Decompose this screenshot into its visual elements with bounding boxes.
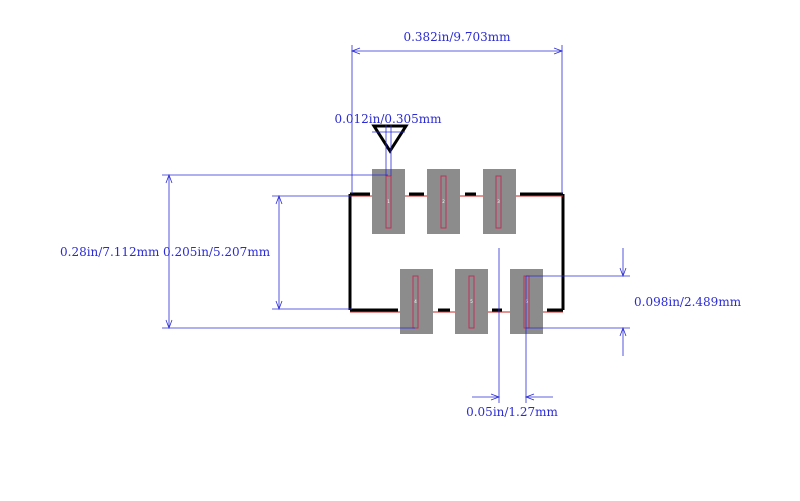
pad-2-pin bbox=[440, 175, 447, 229]
overall-width-label: 0.382in/9.703mm bbox=[403, 30, 511, 44]
arrow-body-height-bottom bbox=[275, 300, 283, 311]
overall-height-label: 0.28in/7.112mm bbox=[60, 245, 160, 259]
component-outline bbox=[348, 192, 565, 312]
pad-1-copper bbox=[372, 169, 405, 234]
pad-5-label: 5 bbox=[470, 299, 473, 304]
pad-5: 5 bbox=[455, 269, 488, 334]
pad-3: 3 bbox=[483, 169, 516, 234]
arrow-overall-height-bottom bbox=[165, 319, 173, 330]
pad-6-copper bbox=[510, 269, 543, 334]
pad-1-label: 1 bbox=[387, 199, 390, 204]
pad-3-label: 3 bbox=[497, 199, 500, 204]
pad-5-copper bbox=[455, 269, 488, 334]
pad-6: 6 bbox=[510, 269, 543, 334]
pad-4-pin bbox=[412, 275, 419, 329]
pad-4-label: 4 bbox=[414, 299, 417, 304]
pad-4-copper bbox=[400, 269, 433, 334]
arrow-body-height-top bbox=[275, 194, 283, 205]
arrow-pad-length-top bbox=[619, 267, 627, 278]
arrow-overall-height-top bbox=[165, 173, 173, 184]
pad-3-copper bbox=[483, 169, 516, 234]
pad-width-label: 0.012in/0.305mm bbox=[334, 112, 442, 126]
arrow-pad-length-bottom bbox=[619, 326, 627, 337]
pitch-label: 0.05in/1.27mm bbox=[466, 405, 558, 419]
body-height-label: 0.205in/5.207mm bbox=[163, 245, 271, 259]
arrow-pitch-right bbox=[524, 393, 535, 401]
arrow-width-right bbox=[553, 47, 564, 55]
arrow-width-left bbox=[350, 47, 361, 55]
pad-1: 1 bbox=[372, 169, 405, 234]
pad-3-pin bbox=[495, 175, 502, 229]
pad-length-label: 0.098in/2.489mm bbox=[634, 295, 742, 309]
arrow-pitch-left bbox=[490, 393, 501, 401]
pad-6-label: 6 bbox=[525, 299, 528, 304]
pad-2-label: 2 bbox=[442, 199, 445, 204]
pad-2: 2 bbox=[427, 169, 460, 234]
pad-1-pin bbox=[385, 175, 392, 229]
dimension-arrows bbox=[165, 47, 627, 401]
pad-5-pin bbox=[468, 275, 475, 329]
dimension-lines bbox=[162, 45, 630, 403]
pad-4: 4 bbox=[400, 269, 433, 334]
pad-2-copper bbox=[427, 169, 460, 234]
